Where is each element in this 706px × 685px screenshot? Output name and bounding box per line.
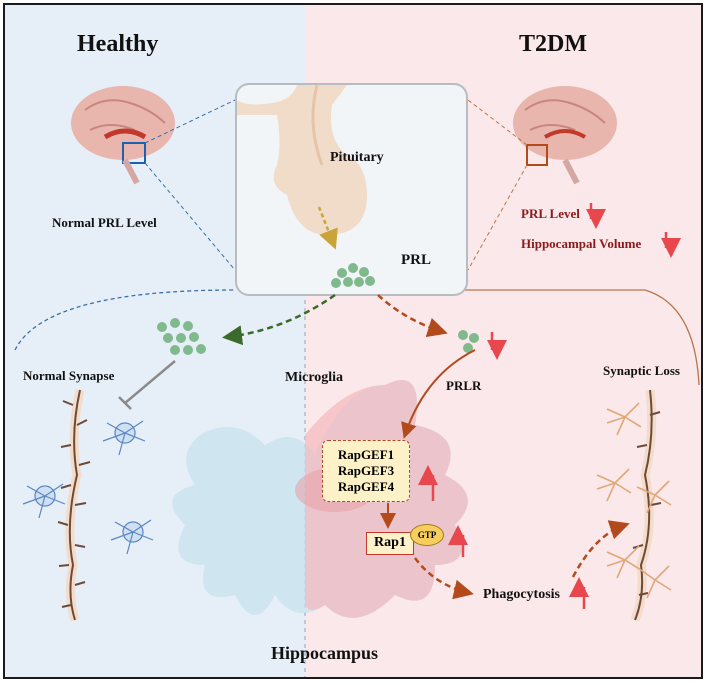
pituitary-icon <box>237 84 367 250</box>
hippocampal-volume-label: Hippocampal Volume <box>521 236 642 251</box>
brain-icon <box>513 86 617 185</box>
pathway-diagram <box>22 203 681 622</box>
prl-dots-healthy <box>157 318 206 355</box>
rapgef4-label: RapGEF4 <box>337 479 395 494</box>
microglia-label: Microglia <box>285 370 344 385</box>
panel-title-healthy: Healthy <box>77 31 159 57</box>
microglia-icon <box>172 380 468 618</box>
panel-title-t2dm: T2DM <box>519 31 587 57</box>
prl-dots-t2dm <box>458 330 479 353</box>
prl-level-label: PRL Level <box>521 206 580 221</box>
synaptic-loss-label: Synaptic Loss <box>603 363 680 378</box>
phagocytosis-label: Phagocytosis <box>483 587 560 602</box>
normal-synapse-label: Normal Synapse <box>23 368 115 383</box>
neuron-icon <box>596 402 672 599</box>
dendrite-icon <box>57 389 91 622</box>
pituitary-label: Pituitary <box>330 150 384 165</box>
pituitary-panel <box>235 83 468 296</box>
gtp-badge: GTP <box>410 524 444 546</box>
prl-label: PRL <box>401 252 431 268</box>
rapgef-box: RapGEF1 RapGEF3 RapGEF4 <box>322 440 410 502</box>
microglia-icon <box>22 420 154 555</box>
rapgef3-label: RapGEF3 <box>337 463 395 478</box>
prlr-label: PRLR <box>446 378 482 393</box>
hippocampus-label: Hippocampus <box>271 643 379 663</box>
figure-canvas: Healthy T2DM Normal PRL Level Pituitary … <box>3 3 703 679</box>
normal-prl-label: Normal PRL Level <box>52 215 157 230</box>
rapgef1-label: RapGEF1 <box>337 447 395 462</box>
brain-icon <box>71 86 175 185</box>
prl-dots <box>331 263 375 288</box>
dendrite-icon <box>630 389 662 622</box>
rap1-box: Rap1 <box>366 532 414 555</box>
